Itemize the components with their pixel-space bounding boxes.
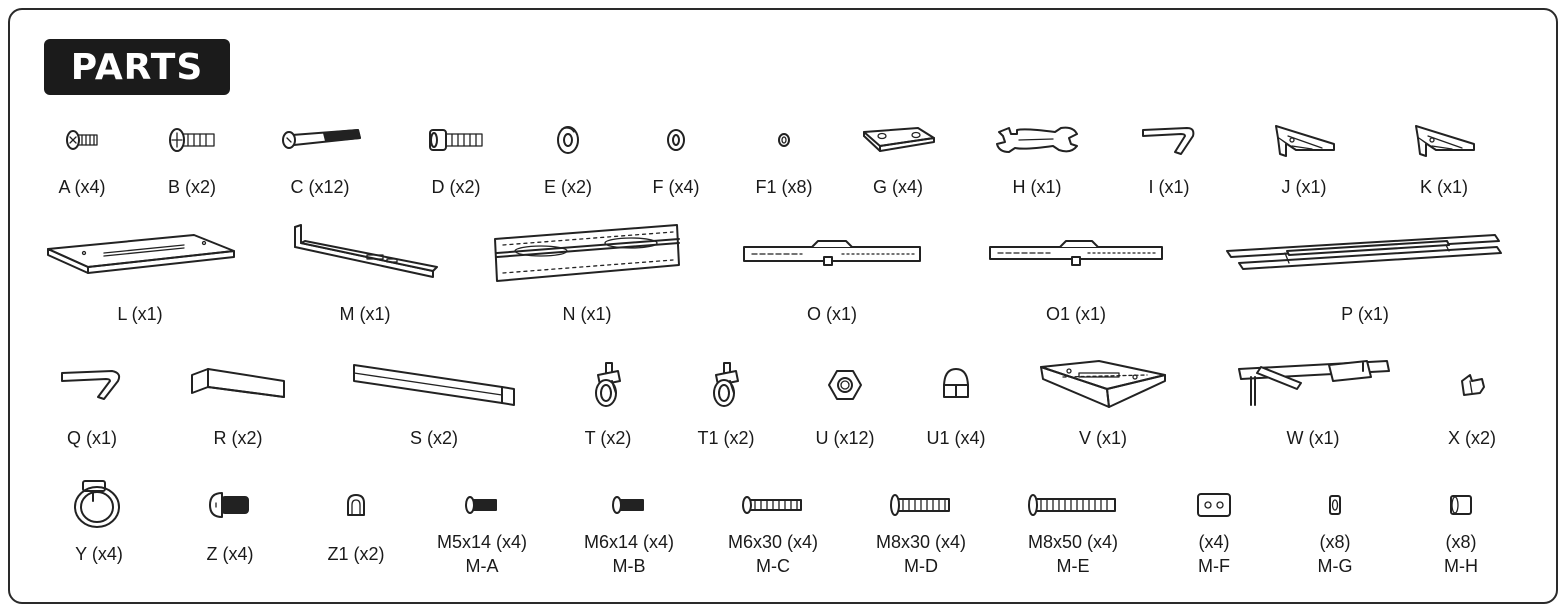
part-p-label: P (x1) — [1341, 304, 1389, 324]
screw-icon — [612, 496, 644, 514]
parts-title: PARTS — [44, 39, 230, 95]
long-bolt-icon — [282, 129, 361, 149]
flat-plate-icon — [863, 127, 935, 152]
cross-bar-icon — [1238, 360, 1390, 406]
screw-icon — [890, 494, 950, 516]
part-m-b-code: M-B — [612, 556, 646, 576]
shelf-plate-icon — [1040, 360, 1166, 408]
part-m-d-code: M-D — [904, 556, 938, 576]
part-h-label: H (x1) — [1012, 177, 1062, 197]
part-m-b-label: M6x14 (x4) — [583, 532, 675, 552]
part-o-label: O (x1) — [806, 304, 857, 324]
caster-wheel-icon — [713, 362, 739, 407]
round-head-screw-icon — [209, 492, 249, 518]
cable-tie-icon — [74, 480, 120, 528]
short-bar-icon — [191, 368, 285, 398]
part-c-label: C (x12) — [290, 177, 350, 197]
small-screw-icon — [66, 130, 98, 150]
part-u-label: U (x12) — [815, 428, 875, 448]
part-b-label: B (x2) — [167, 177, 216, 197]
part-a-label: A (x4) — [58, 177, 106, 197]
tube-frame-icon — [1226, 234, 1502, 270]
part-z1-label: Z1 (x2) — [327, 544, 385, 564]
part-e-label: E (x2) — [543, 177, 592, 197]
part-i-label: I (x1) — [1148, 177, 1190, 197]
washer-icon — [667, 129, 685, 151]
part-m-c-label: M6x30 (x4) — [727, 532, 819, 552]
large-washer-icon — [557, 126, 579, 154]
part-m-d-label: M8x30 (x4) — [875, 532, 967, 552]
clip-icon — [1461, 374, 1485, 396]
part-k-label: K (x1) — [1419, 177, 1468, 197]
mounting-rail-icon — [989, 240, 1163, 266]
part-f1-label: F1 (x8) — [755, 177, 813, 197]
part-m-e-label: M8x50 (x4) — [1027, 532, 1119, 552]
part-r-label: R (x2) — [213, 428, 263, 448]
part-y-label: Y (x4) — [75, 544, 123, 564]
part-m-a-code: M-A — [465, 556, 499, 576]
part-m-h-code: M-H — [1444, 556, 1478, 576]
spacer-icon — [1450, 495, 1472, 515]
part-s-label: S (x2) — [409, 428, 458, 448]
part-m-a-label: M5x14 (x4) — [436, 532, 528, 552]
mounting-rail-icon — [743, 240, 921, 266]
part-m-e-code: M-E — [1056, 556, 1090, 576]
part-m-f-label: (x4) — [1198, 532, 1230, 552]
bracket-icon — [1415, 125, 1475, 157]
part-u1-label: U1 (x4) — [926, 428, 986, 448]
part-m-h-label: (x8) — [1445, 532, 1477, 552]
wall-plate-icon — [494, 224, 680, 282]
cap-icon — [347, 494, 365, 516]
part-t1-label: T1 (x2) — [697, 428, 755, 448]
part-z-label: Z (x4) — [206, 544, 254, 564]
small-washer-icon — [778, 133, 790, 147]
part-f-label: F (x4) — [652, 177, 700, 197]
part-m-g-code: M-G — [1317, 556, 1353, 576]
socket-cap-bolt-icon — [429, 129, 483, 151]
part-n-label: N (x1) — [562, 304, 612, 324]
wrench-icon — [996, 126, 1078, 153]
screw-icon — [465, 496, 497, 514]
angle-bracket-icon — [294, 224, 438, 278]
part-v-label: V (x1) — [1078, 428, 1127, 448]
part-w-label: W (x1) — [1286, 428, 1340, 448]
part-m-f-code: M-F — [1198, 556, 1230, 576]
hex-nut-icon — [828, 370, 862, 400]
part-j-label: J (x1) — [1281, 177, 1327, 197]
bracket-icon — [1275, 125, 1335, 157]
base-plate-icon — [47, 234, 235, 274]
part-m-label: M (x1) — [339, 304, 391, 324]
screw-icon — [742, 496, 802, 514]
part-q-label: Q (x1) — [66, 428, 117, 448]
screw-icon — [1028, 494, 1116, 516]
part-o1-label: O1 (x1) — [1045, 304, 1106, 324]
part-t-label: T (x2) — [584, 428, 632, 448]
spacer-icon — [1329, 495, 1341, 515]
allen-key-icon — [61, 370, 121, 400]
part-d-label: D (x2) — [431, 177, 481, 197]
allen-key-icon — [1142, 127, 1195, 155]
part-m-c-code: M-C — [756, 556, 790, 576]
part-m-g-label: (x8) — [1319, 532, 1351, 552]
caster-wheel-icon — [595, 362, 621, 407]
long-bar-icon — [353, 364, 515, 406]
spacer-plate-icon — [1197, 493, 1231, 517]
cap-nut-icon — [943, 368, 969, 398]
part-l-label: L (x1) — [117, 304, 163, 324]
parts-sheet-border — [8, 8, 1558, 604]
part-g-label: G (x4) — [872, 177, 923, 197]
part-x-label: X (x2) — [1447, 428, 1496, 448]
phillips-screw-icon — [169, 128, 215, 152]
